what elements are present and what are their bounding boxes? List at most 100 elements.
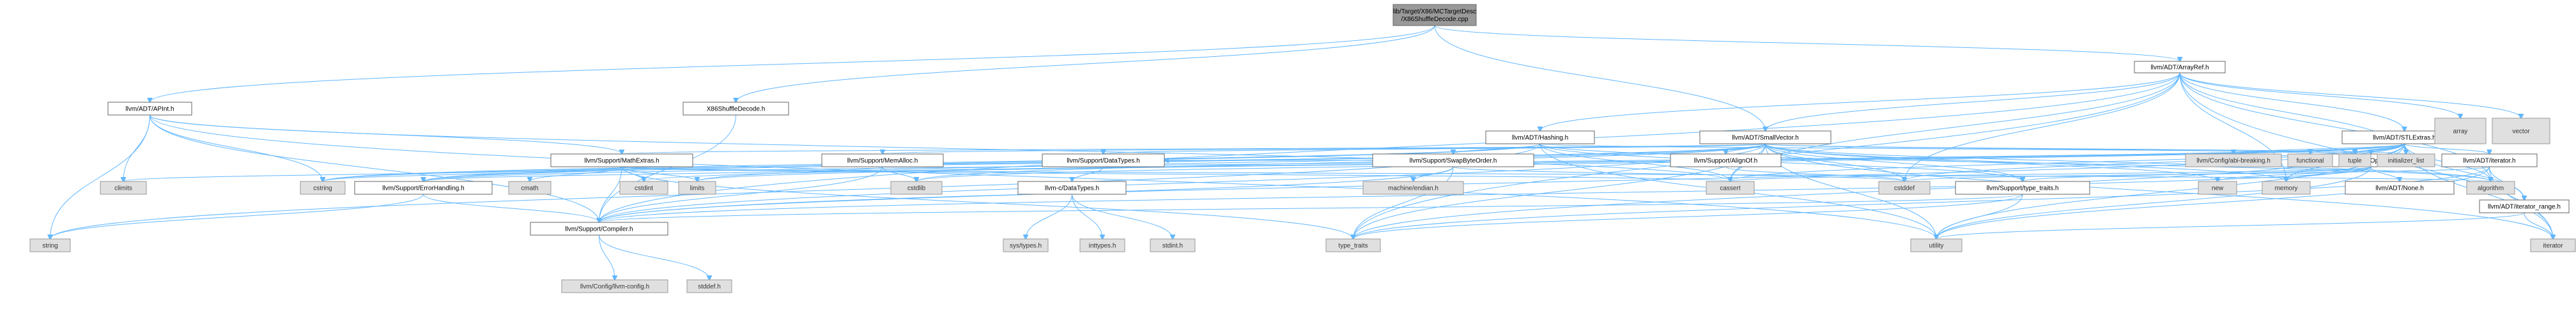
edge-errhandling-to-compiler (423, 194, 599, 222)
node-arrayref-label: llvm/ADT/ArrayRef.h (2150, 65, 2209, 72)
edge-arrayref-to-smallvector (1766, 72, 2180, 131)
node-functional: functional (2287, 153, 2333, 167)
node-root[interactable]: lib/Target/X86/MCTargetDesc/X86ShuffleDe… (1392, 4, 1477, 26)
edge-hashing-to-string (50, 143, 1541, 239)
node-memalloc[interactable]: llvm/Support/MemAlloc.h (821, 153, 944, 167)
node-cstring-label: cstring (313, 185, 332, 192)
node-machendian: machine/endian.h (1362, 181, 1464, 195)
node-new-box (2198, 181, 2237, 195)
edge-mathextras-to-cstring (323, 166, 622, 181)
node-hashing[interactable]: llvm/ADT/Hashing.h (1485, 130, 1595, 144)
node-memory-label: memory (2274, 185, 2297, 192)
node-systypes-box (1003, 238, 1049, 252)
edge-smallvector-to-algorithm (1765, 143, 2491, 181)
node-apint[interactable]: llvm/ADT/APInt.h (107, 102, 192, 116)
node-limits: limits (678, 181, 716, 195)
edge-memalloc-to-compiler (599, 166, 883, 222)
node-functional-label: functional (2297, 158, 2324, 165)
node-abibreak: llvm/Config/abi-breaking.h (2185, 153, 2282, 167)
node-alignof[interactable]: llvm/Support/AlignOf.h (1670, 153, 1782, 167)
node-hashing-label: llvm/ADT/Hashing.h (1512, 135, 1568, 142)
edge-apint-to-climits (123, 114, 150, 181)
edge-optional-to-utility (1936, 166, 2372, 239)
node-x86sd[interactable]: X86ShuffleDecode.h (683, 102, 789, 116)
edge-smallvector-to-iterator (1765, 143, 2554, 239)
node-cmath-box (508, 181, 551, 195)
node-machendian-box (1362, 181, 1464, 195)
node-cdatatypes[interactable]: llvm-c/DataTypes.h (1017, 181, 1127, 195)
node-datatypes-box (1042, 153, 1165, 167)
edge-apint-to-string (50, 114, 150, 239)
node-stddef: stddef.h (686, 279, 732, 293)
node-root-label: lib/Target/X86/MCTargetDesc (1393, 8, 1476, 15)
node-swapbyte[interactable]: llvm/Support/SwapByteOrder.h (1372, 153, 1534, 167)
node-cstdint-box (619, 181, 668, 195)
edge-stlextras-to-iterrange (2404, 143, 2525, 200)
node-compiler[interactable]: llvm/Support/Compiler.h (530, 222, 668, 236)
node-noneh[interactable]: llvm/ADT/None.h (2345, 181, 2455, 195)
node-iteratorh[interactable]: llvm/ADT/iterator.h (2441, 153, 2538, 167)
node-errhandling[interactable]: llvm/Support/ErrorHandling.h (354, 181, 493, 195)
edge-hashing-to-errhandling (424, 143, 1541, 181)
node-cassert-box (1706, 181, 1755, 195)
node-mathextras[interactable]: llvm/Support/MathExtras.h (550, 153, 693, 167)
node-abibreak-label: llvm/Config/abi-breaking.h (2196, 158, 2271, 165)
node-inttypes-label: inttypes.h (1089, 243, 1116, 250)
edge-mathextras-to-algorithm (621, 166, 2491, 181)
edge-alignof-to-cstddef (1725, 166, 1905, 181)
edge-compiler-to-llvmconfig (599, 234, 615, 280)
node-datatypes[interactable]: llvm/Support/DataTypes.h (1042, 153, 1165, 167)
node-memory: memory (2262, 181, 2311, 195)
node-alignof-label: llvm/Support/AlignOf.h (1694, 158, 1758, 165)
edge-smallvector-to-limits (697, 143, 1766, 181)
edge-iterrange-to-iterator (2524, 212, 2553, 239)
node-cstdint: cstdint (619, 181, 668, 195)
node-smallvector[interactable]: llvm/ADT/SmallVector.h (1699, 130, 1832, 144)
node-cassert-label: cassert (1720, 185, 1740, 192)
node-new-label: new (2212, 185, 2224, 192)
node-systypes-label: sys/types.h (1010, 243, 1042, 250)
edge-swapbyte-to-machendian (1414, 166, 1454, 181)
node-initlist-label: initializer_list (2388, 158, 2425, 165)
node-utility-box (1910, 238, 1963, 252)
edge-smallvector-to-alignof (1726, 143, 1766, 154)
edge-typetraitsh-to-typetraits (1354, 194, 2023, 239)
node-climits: climits (100, 181, 147, 195)
edge-apint-to-compiler (150, 114, 599, 222)
node-iterrange[interactable]: llvm/ADT/iterator_range.h (2479, 199, 2570, 213)
edge-optional-to-compiler (599, 166, 2372, 222)
node-stdint-box (1150, 238, 1196, 252)
node-iteratorh-box (2441, 153, 2538, 167)
node-iterator: iterator (2530, 238, 2576, 252)
edge-root-to-arrayref (1434, 25, 2180, 61)
node-compiler-label: llvm/Support/Compiler.h (565, 226, 633, 233)
edge-stlextras-to-tuple (2355, 143, 2405, 154)
edge-smallvector-to-datatypes (1104, 143, 1766, 154)
node-vector: vector (2492, 118, 2550, 144)
node-datatypes-label: llvm/Support/DataTypes.h (1067, 158, 1140, 165)
node-iterator-label: iterator (2543, 243, 2563, 250)
node-iterrange-label: llvm/ADT/iterator_range.h (2488, 204, 2561, 211)
node-functional-box (2287, 153, 2333, 167)
node-tuple-box (2338, 153, 2372, 167)
node-vector-box (2492, 118, 2550, 144)
node-mathextras-label: llvm/Support/MathExtras.h (584, 158, 659, 165)
node-root-label: /X86ShuffleDecode.cpp (1401, 16, 1469, 23)
node-noneh-label: llvm/ADT/None.h (2375, 185, 2424, 192)
node-limits-box (678, 181, 716, 195)
node-typetraits-box (1325, 238, 1381, 252)
node-apint-box (107, 102, 192, 116)
node-memory-box (2262, 181, 2311, 195)
node-cstdlib-box (890, 181, 943, 195)
node-root-box (1392, 4, 1477, 26)
dependency-nodes: lib/Target/X86/MCTargetDesc/X86ShuffleDe… (29, 4, 2576, 293)
edge-root-to-x86sd (736, 25, 1435, 102)
edge-hashing-to-tuple (1539, 143, 2355, 154)
node-abibreak-box (2185, 153, 2282, 167)
node-swapbyte-box (1372, 153, 1534, 167)
node-arrayref[interactable]: llvm/ADT/ArrayRef.h (2134, 61, 2226, 73)
edge-arrayref-to-stlextras (2179, 72, 2405, 131)
node-climits-label: climits (114, 185, 132, 192)
node-typetraitsh[interactable]: llvm/Support/type_traits.h (1955, 181, 2090, 195)
edge-stlextras-to-iteratorh (2404, 143, 2490, 154)
